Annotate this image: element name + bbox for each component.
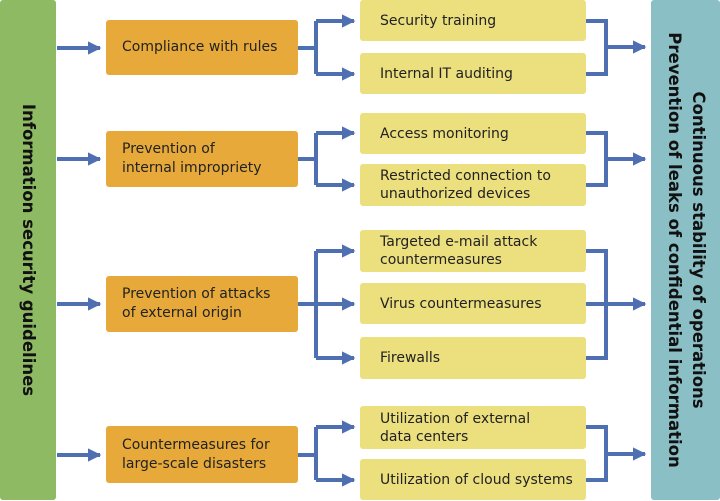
category-label-line: internal impropriety [122, 160, 262, 176]
category-label-line: Compliance with rules [122, 39, 278, 55]
category-prevention-internal-impropriety: Prevention of internal impropriety [106, 131, 298, 187]
item-label-line: countermeasures [380, 252, 502, 268]
category-large-scale-disasters: Countermeasures for large-scale disaster… [106, 426, 298, 483]
branch-internal [298, 133, 318, 185]
category-label-line: of external origin [122, 305, 242, 321]
left-guidelines-bar: Information security guidelines [0, 0, 56, 500]
item-label-line: data centers [380, 428, 469, 445]
item-targeted-email-attack: Targeted e-mail attack countermeasures [360, 230, 586, 272]
category-label-line: Prevention of attacks [122, 286, 271, 302]
branch-compliance [298, 21, 318, 74]
category-prevention-external-attacks: Prevention of attacks of external origin [106, 276, 298, 332]
category-label-line: large-scale disasters [122, 455, 267, 472]
item-label-line: Utilization of cloud systems [380, 471, 573, 488]
item-label-line: Firewalls [380, 350, 441, 366]
merge-disasters [586, 425, 608, 482]
category-compliance-with-rules: Compliance with rules [106, 20, 298, 75]
item-label-line: Utilization of external [380, 410, 531, 427]
category-label-line: Countermeasures for [122, 436, 270, 453]
item-label-line: Virus countermeasures [380, 295, 542, 312]
item-restricted-connection: Restricted connection to unauthorized de… [360, 164, 586, 206]
item-cloud-systems: Utilization of cloud systems [360, 459, 586, 500]
item-internal-it-auditing: Internal IT auditing [360, 53, 586, 94]
merge-internal [586, 131, 608, 187]
item-label-line: unauthorized devices [380, 186, 531, 202]
category-label-line: Prevention of [122, 141, 215, 157]
item-firewalls: Firewalls [360, 337, 586, 379]
item-virus-countermeasures: Virus countermeasures [360, 283, 586, 324]
item-external-data-centers: Utilization of external data centers [360, 406, 586, 449]
merge-compliance [586, 19, 608, 76]
item-label-line: Restricted connection to [380, 168, 551, 184]
right-goals-bar: Continuous stability of operations Preve… [651, 0, 720, 500]
item-label-line: Internal IT auditing [380, 65, 513, 82]
merge-external [586, 249, 608, 360]
branch-disasters [298, 427, 318, 480]
branch-external [298, 251, 318, 358]
item-access-monitoring: Access monitoring [360, 113, 586, 154]
item-security-training: Security training [360, 0, 586, 41]
item-label-line: Access monitoring [380, 125, 509, 142]
item-label-line: Security training [380, 12, 497, 29]
item-label-line: Targeted e-mail attack [380, 234, 538, 250]
